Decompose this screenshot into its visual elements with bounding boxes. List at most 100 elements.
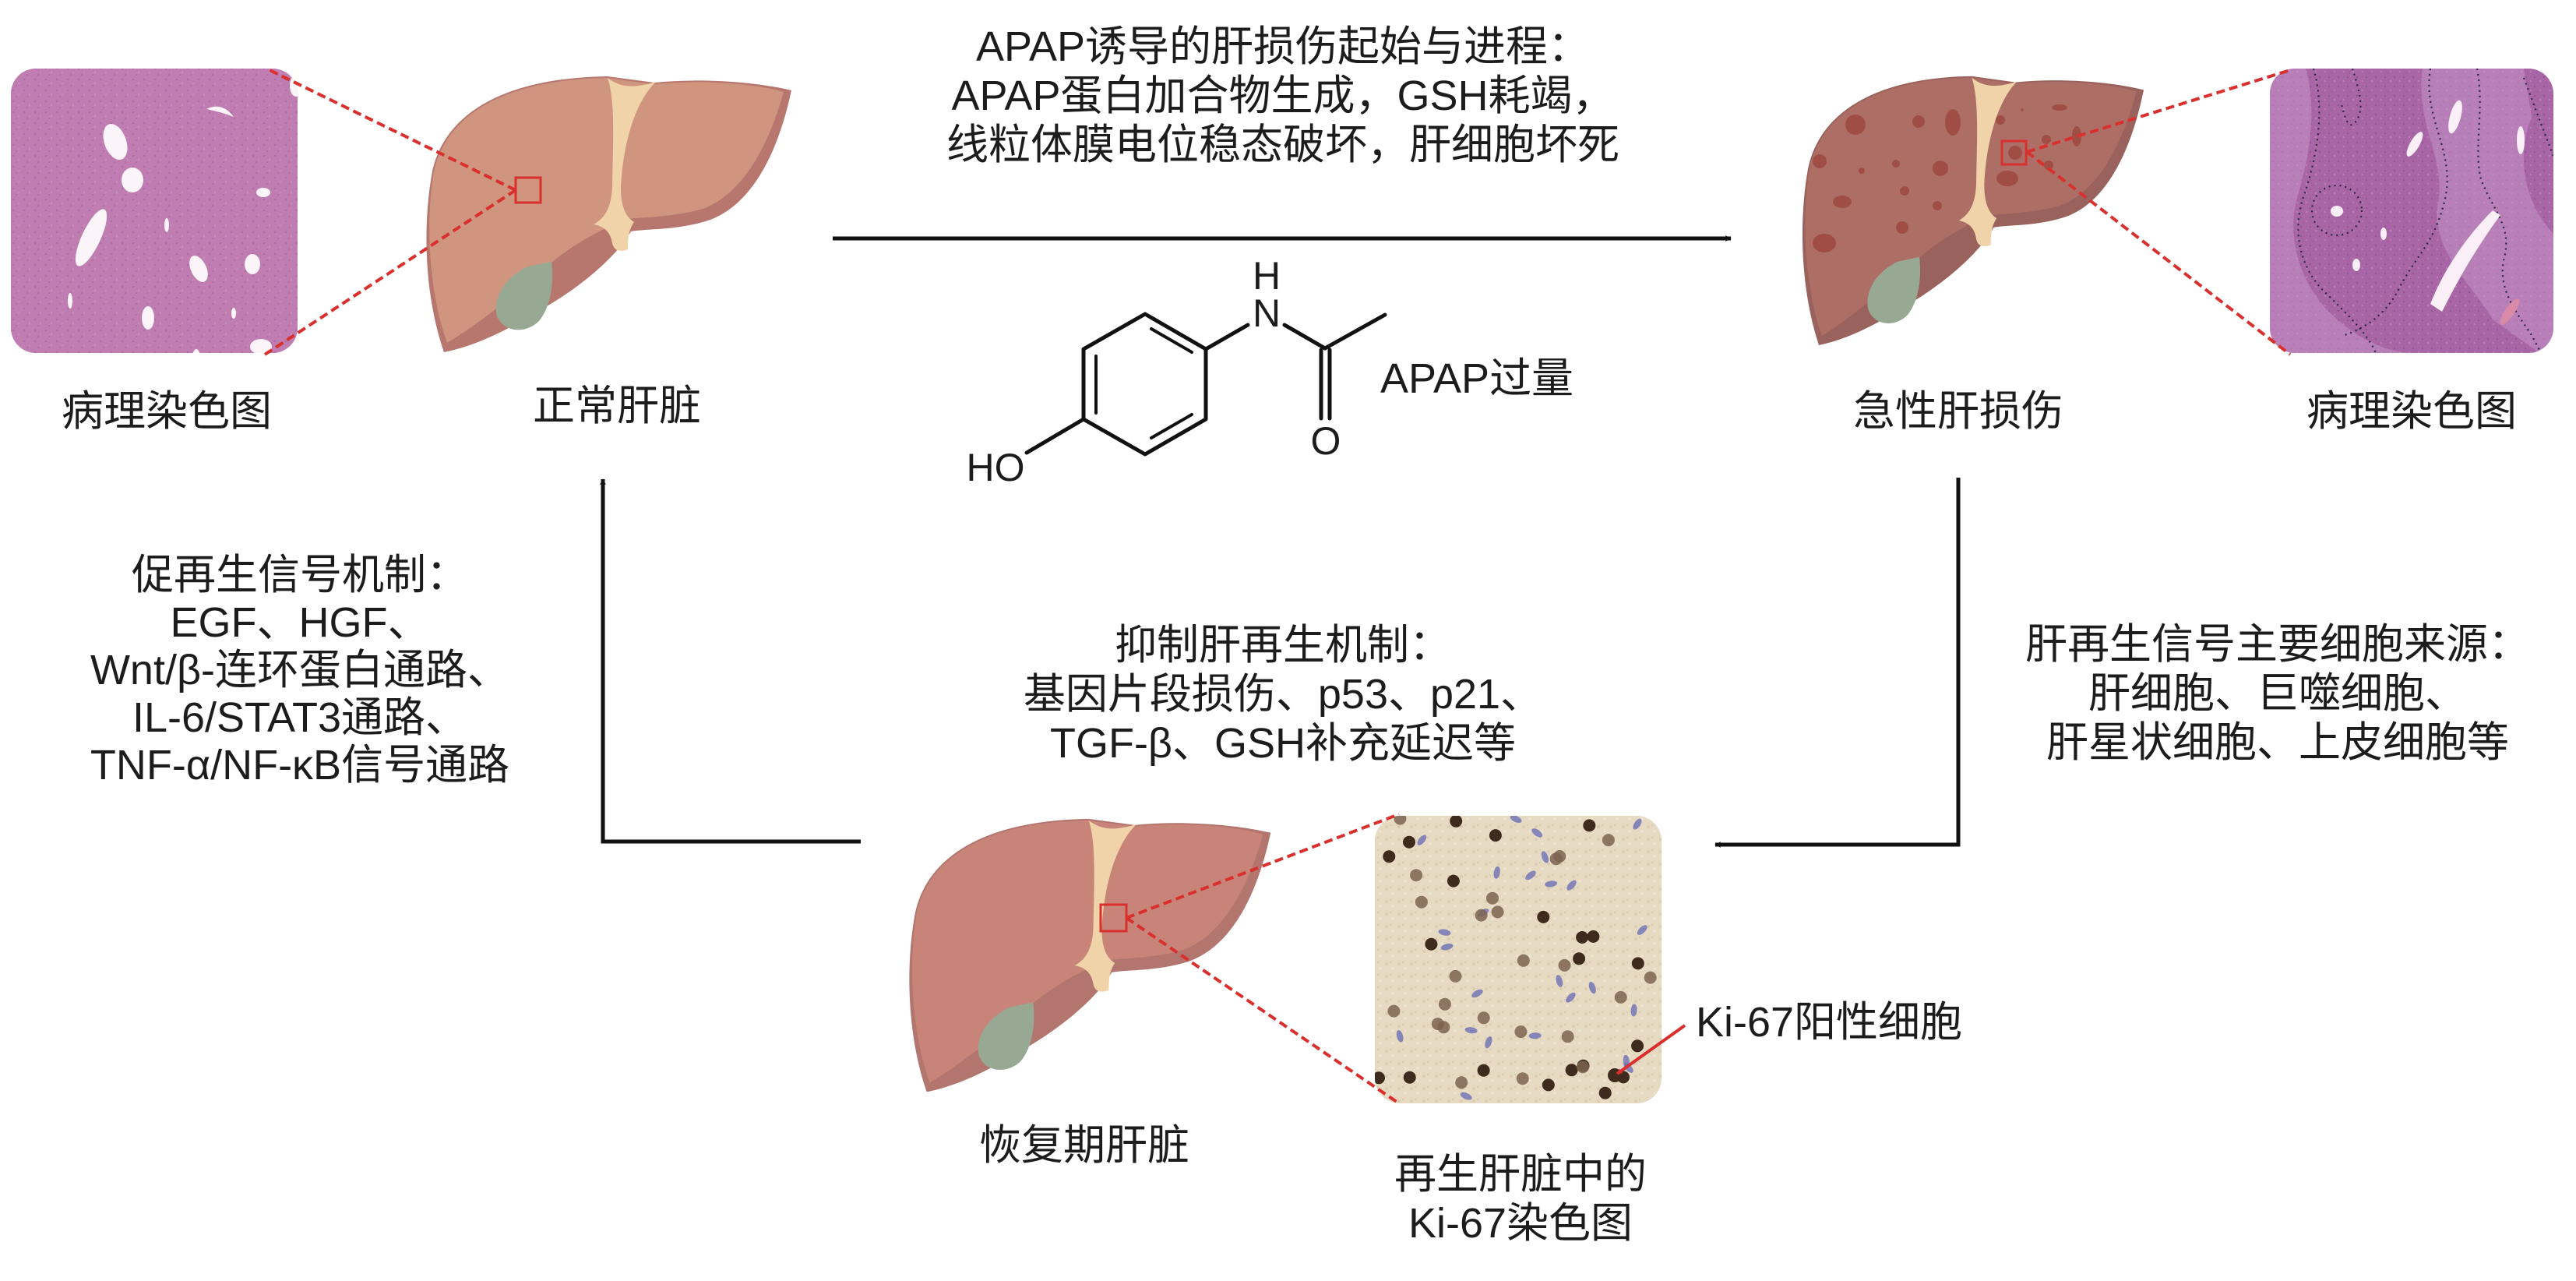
he-stain-normal-panel xyxy=(11,69,298,353)
ki67-nucleus xyxy=(1438,929,1451,936)
ki67-nucleus xyxy=(1631,1039,1644,1053)
ki67-nucleus xyxy=(1438,997,1451,1011)
ki67-nucleus xyxy=(1475,909,1488,922)
ki67-nucleus xyxy=(1486,891,1499,905)
ki67-nucleus xyxy=(1573,952,1586,965)
apap-overdose-label: APAP过量 xyxy=(1380,355,1574,402)
cell-sources-line: 肝星状细胞、上皮细胞等 xyxy=(2046,719,2509,766)
cell-sources-line: 肝细胞、巨噬细胞、 xyxy=(2088,670,2467,717)
ki67-nucleus xyxy=(1545,880,1558,888)
ki67-nucleus xyxy=(1450,816,1463,828)
ki67-nucleus xyxy=(1577,1060,1589,1074)
ki67-nucleus xyxy=(1410,869,1423,882)
ki67-nucleus xyxy=(1425,937,1438,951)
normal-stain-label: 病理染色图 xyxy=(62,388,272,435)
ki67-nucleus xyxy=(1447,874,1460,888)
atom-nitrogen: N xyxy=(1252,291,1281,335)
ki67-nucleus xyxy=(1561,1030,1574,1043)
injury-process-line: 线粒体膜电位稳态破坏，肝细胞坏死 xyxy=(946,122,1619,168)
ki67-nucleus xyxy=(1464,1027,1478,1034)
ki67-nucleus xyxy=(1583,819,1596,832)
ki67-nucleus xyxy=(1576,931,1589,944)
ki67-nucleus xyxy=(1516,1072,1529,1085)
atom-hydrogen: H xyxy=(1252,254,1281,298)
zoom-indicator-injured xyxy=(2000,69,2292,356)
ki67-nucleus xyxy=(1525,870,1536,880)
recovery-liver-label: 恢复期肝脏 xyxy=(979,1122,1189,1169)
injury-process-line: APAP蛋白加合物生成，GSH耗竭， xyxy=(951,72,1615,119)
ki67-nucleus xyxy=(1485,1036,1492,1049)
ki67-nucleus xyxy=(1396,1030,1404,1043)
ki67-nucleus xyxy=(1565,1064,1578,1077)
benzene-ring xyxy=(1081,312,1208,457)
ki67-nucleus xyxy=(1489,829,1502,842)
arrow-regeneration-sources xyxy=(1714,478,1961,848)
ki67-pointer-arrow xyxy=(1616,1024,1686,1075)
ki67-positive-cell-annotation: Ki-67阳性细胞 xyxy=(1696,999,1963,1046)
recovery-liver-illustration xyxy=(909,818,1271,1092)
injured-liver-label: 急性肝损伤 xyxy=(1853,388,2063,435)
atom-hydroxyl: HO xyxy=(966,446,1025,489)
ki67-nucleus xyxy=(1566,992,1576,1003)
ki67-nucleus xyxy=(1541,851,1549,863)
ki67-nucleus xyxy=(1455,1076,1468,1089)
ki67-nucleus xyxy=(1630,1004,1637,1017)
necrosis-boundary-outline xyxy=(2297,69,2553,353)
ki67-nucleus xyxy=(1440,943,1454,951)
pro-regeneration-text: 促再生信号机制： EGF、HGF、 Wnt/β-连环蛋白通路、 IL-6/STA… xyxy=(90,552,509,789)
ki67-nucleus xyxy=(1598,1086,1612,1099)
ki67-nucleus xyxy=(1510,816,1522,824)
ki67-nucleus xyxy=(1556,975,1563,987)
pro-regeneration-line: IL-6/STAT3通路、 xyxy=(132,694,468,741)
ki67-nucleus xyxy=(1493,866,1500,879)
cell-sources-text: 肝再生信号主要细胞来源： 肝细胞、巨噬细胞、 肝星状细胞、上皮细胞等 xyxy=(2025,620,2530,768)
pro-regeneration-line: TNF-α/NF-κB信号通路 xyxy=(90,742,510,789)
ki67-nucleus xyxy=(1460,1092,1472,1100)
ki67-nucleus xyxy=(1558,958,1571,972)
ki67-nucleus xyxy=(1477,1011,1490,1025)
ki67-nucleus xyxy=(1531,828,1543,838)
arrow-recovery-to-normal xyxy=(600,478,861,844)
ki67-nucleus xyxy=(1491,905,1504,919)
he-vessels xyxy=(68,75,298,353)
ki67-nucleus xyxy=(1644,971,1657,984)
ki67-nucleus xyxy=(1587,930,1600,943)
ki67-nucleus xyxy=(1542,1078,1555,1092)
ki67-nucleus xyxy=(1517,954,1530,967)
zoom-indicator-recovery xyxy=(1099,813,1401,1105)
he-stain-injured-panel xyxy=(2270,69,2553,353)
ki67-stain-panel xyxy=(1375,816,1662,1103)
ki67-nucleus xyxy=(1588,981,1596,994)
ki67-nucleus xyxy=(1637,925,1647,935)
inhibition-line: TGF-β、GSH补充延迟等 xyxy=(1049,720,1517,767)
ki67-nucleus xyxy=(1415,895,1428,909)
ki67-nucleus xyxy=(1602,834,1615,847)
inhibition-text: 抑制肝再生机制： 基因片段损伤、p53、p21、 TGF-β、GSH补充延迟等 xyxy=(1024,621,1542,768)
ki67-nucleus xyxy=(1553,850,1566,863)
ki67-nucleus xyxy=(1566,880,1577,891)
injury-process-text: APAP诱导的肝损伤起始与进程： APAP蛋白加合物生成，GSH耗竭， 线粒体膜… xyxy=(946,23,1619,170)
ki67-nucleus xyxy=(1537,910,1550,923)
pro-regeneration-line: Wnt/β-连环蛋白通路、 xyxy=(90,647,510,693)
ki67-nucleus xyxy=(1471,989,1483,998)
ki67-nucleus xyxy=(1403,835,1415,849)
injury-process-line: APAP诱导的肝损伤起始与进程： xyxy=(975,23,1591,70)
ki67-nucleus xyxy=(1403,1071,1416,1084)
ki67-nucleus xyxy=(1394,816,1407,825)
ki67-nucleus xyxy=(1528,1032,1542,1039)
ki67-nucleus xyxy=(1417,835,1427,845)
ki67-nucleus xyxy=(1437,1021,1450,1034)
ki67-nucleus xyxy=(1449,969,1462,983)
normal-liver-label: 正常肝脏 xyxy=(533,383,701,429)
injured-stain-label: 病理染色图 xyxy=(2306,388,2517,435)
ki67-stain-label-line: 再生肝脏中的 xyxy=(1394,1151,1647,1198)
ki67-nucleus xyxy=(1387,1004,1401,1018)
atom-oxygen: O xyxy=(1310,419,1341,463)
ki67-nucleus xyxy=(1631,957,1644,970)
zoom-indicator-normal xyxy=(263,67,542,356)
ki67-nucleus xyxy=(1477,1064,1490,1077)
ki67-nucleus xyxy=(1633,818,1642,830)
ki67-nucleus xyxy=(1383,850,1396,863)
